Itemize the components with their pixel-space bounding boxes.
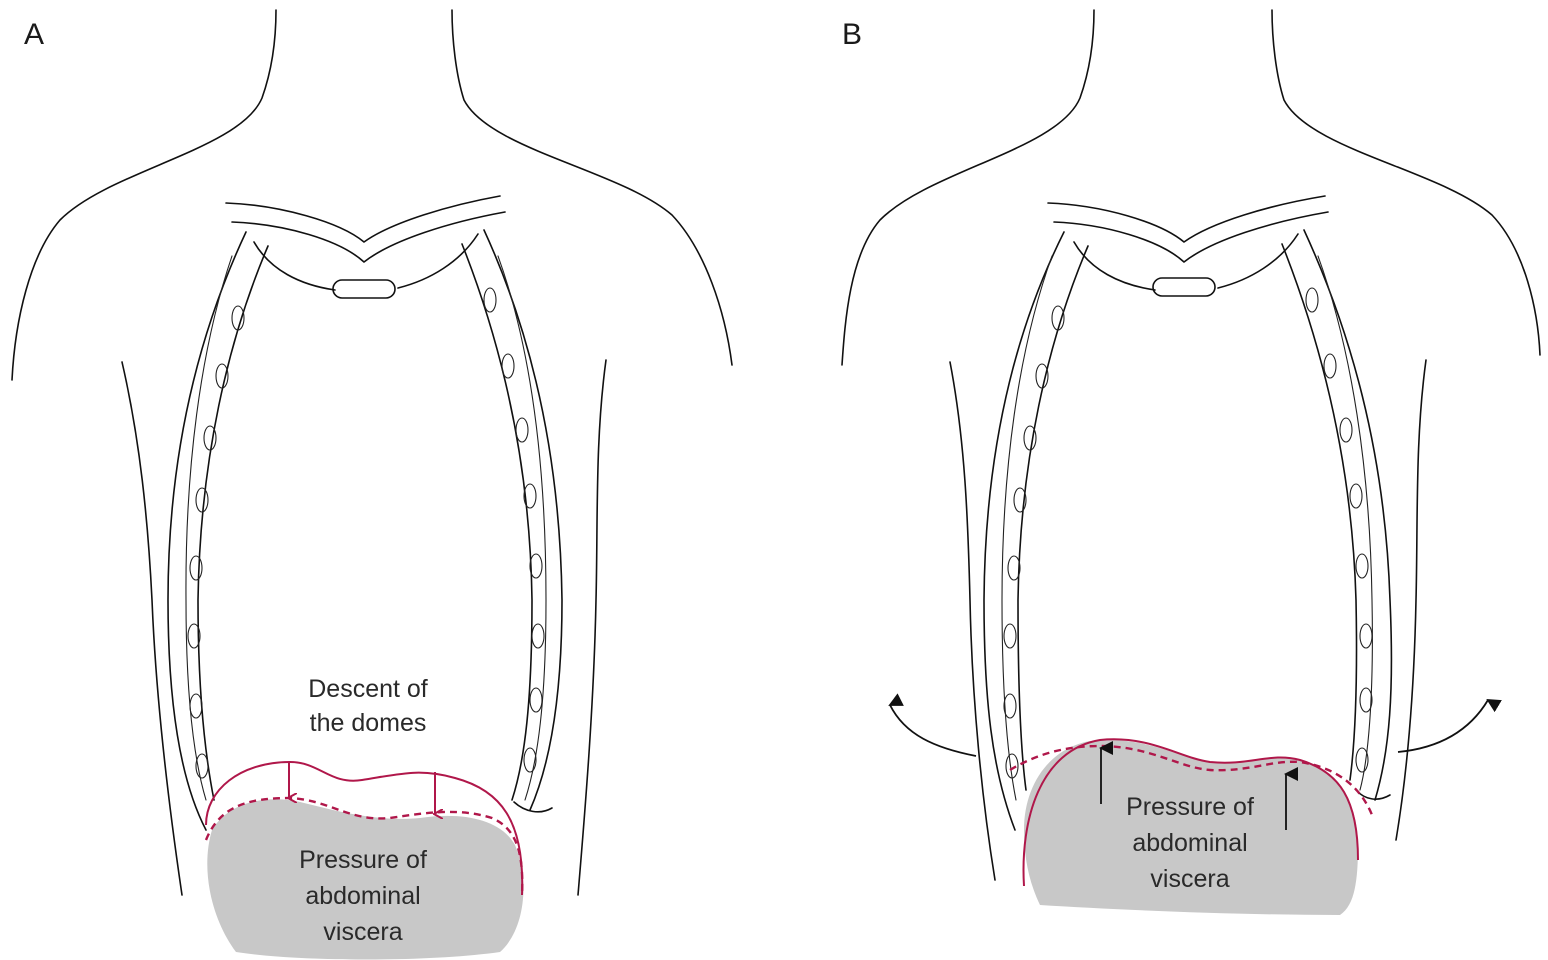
panel-a-pressure-label-line2: abdominal bbox=[305, 882, 420, 910]
panel-b-letter: B bbox=[842, 18, 862, 51]
panel-a-pressure-label-line3: viscera bbox=[323, 918, 402, 946]
panel-b-left-ribcage bbox=[984, 232, 1088, 830]
panel-b-manubrium bbox=[1153, 278, 1215, 296]
panel-a-pressure-label-line1: Pressure of bbox=[299, 846, 427, 874]
panel-a-right-ribcage bbox=[462, 230, 562, 812]
panel-a-descent-label-line2: the domes bbox=[310, 709, 427, 737]
panel-b-right-ribcage bbox=[1282, 230, 1391, 800]
panel-a: A bbox=[12, 10, 732, 960]
panel-b-pressure-label-line1: Pressure of bbox=[1126, 793, 1254, 821]
panel-a-left-ribcage bbox=[168, 232, 268, 830]
panel-a-manubrium bbox=[333, 280, 395, 298]
panel-a-letter: A bbox=[24, 18, 44, 51]
panel-a-torso-outline bbox=[12, 10, 732, 895]
panel-b-pressure-label-line2: abdominal bbox=[1132, 829, 1247, 857]
panel-b: B bbox=[842, 10, 1540, 915]
panel-a-descent-label-line1: Descent of bbox=[308, 675, 428, 703]
panel-b-pressure-label-line3: viscera bbox=[1150, 865, 1229, 893]
panel-b-rib-expansion-arrow-left bbox=[890, 705, 976, 756]
panel-b-clavicles bbox=[1048, 196, 1328, 296]
